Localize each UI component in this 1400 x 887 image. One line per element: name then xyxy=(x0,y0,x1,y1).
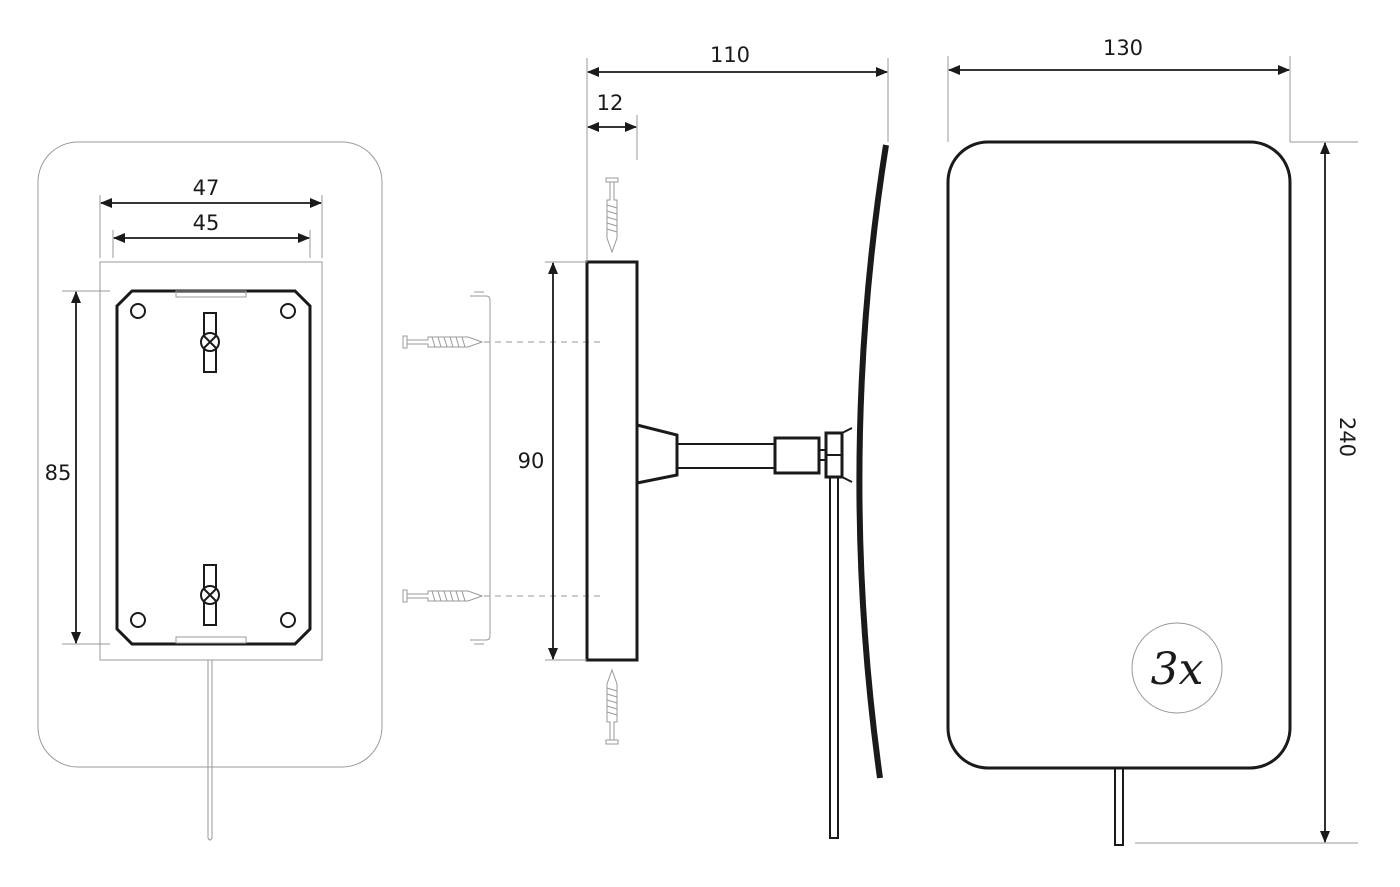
arm-rod xyxy=(676,443,776,469)
screw-slot-top xyxy=(200,312,220,373)
mirror-side-profile xyxy=(856,144,889,779)
dim-label-47: 47 xyxy=(193,176,220,200)
dim-label-240: 240 xyxy=(1335,417,1359,457)
screw-slot-bottom xyxy=(200,564,220,626)
dim-label-45: 45 xyxy=(193,211,220,235)
back-view: 47 45 85 xyxy=(37,141,383,841)
arm-joint xyxy=(773,436,821,475)
screw-bottom-vertical xyxy=(605,668,619,745)
screw-top-vertical xyxy=(605,177,619,254)
plate-tab-top xyxy=(175,290,247,298)
mirror-front xyxy=(946,140,1292,770)
mounting-plate xyxy=(115,289,312,646)
plate-footprint xyxy=(99,261,323,661)
dim-label-110: 110 xyxy=(710,43,750,67)
wall-screw-top-horizontal xyxy=(402,335,484,349)
cable-side xyxy=(829,477,839,839)
mirror-outline-back xyxy=(37,141,383,768)
dim-label-85: 85 xyxy=(45,461,72,485)
dim-label-130: 130 xyxy=(1103,36,1143,60)
wall-screw-bottom-horizontal xyxy=(402,589,484,603)
cable-back xyxy=(207,660,213,841)
plate-tab-bottom xyxy=(175,636,247,644)
front-view: 3x 130 240 xyxy=(946,36,1359,846)
bracket xyxy=(470,291,491,645)
cable-front xyxy=(1114,768,1124,846)
arm-cone xyxy=(636,423,679,485)
dim-label-12: 12 xyxy=(597,91,624,115)
side-view: 90 110 12 xyxy=(402,43,889,839)
magnification-badge: 3x xyxy=(1151,644,1204,695)
magnification-badge-circle xyxy=(1131,622,1223,714)
plate-holes xyxy=(130,303,296,628)
wall-base xyxy=(585,260,639,662)
dim-label-90: 90 xyxy=(518,449,545,473)
